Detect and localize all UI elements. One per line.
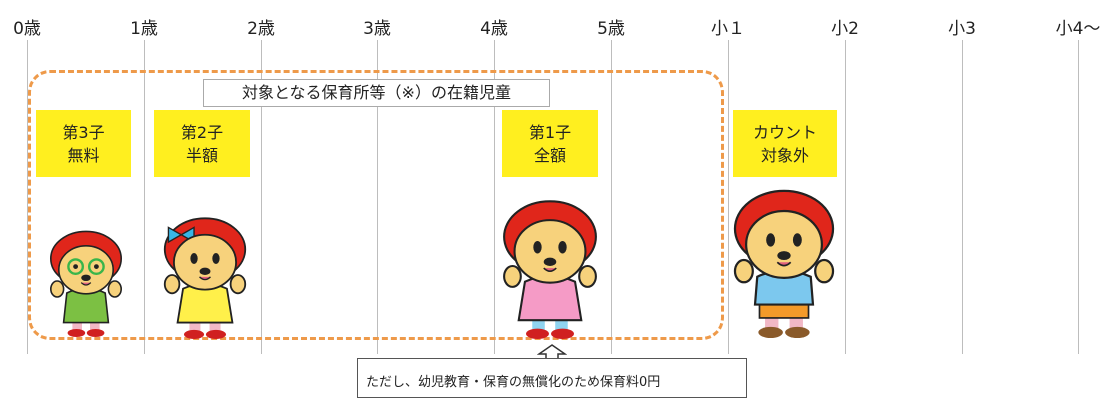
tag-not-counted-line1: カウント <box>752 122 817 142</box>
age-label-8: 小3 <box>948 19 976 39</box>
age-gridline-4 <box>494 40 495 354</box>
age-label-1: 1歳 <box>130 19 158 39</box>
age-label-3: 3歳 <box>363 19 391 39</box>
age-label-0: 0歳 <box>13 19 41 39</box>
age-label-2: 2歳 <box>247 19 275 39</box>
age-gridline-3 <box>377 40 378 354</box>
character-pink-icon <box>503 200 597 339</box>
tag-second-child-line2: 半額 <box>185 145 218 165</box>
age-label-7: 小2 <box>831 19 859 39</box>
tag-first-child-line2: 全額 <box>533 145 566 165</box>
character-yellow-ribbon-icon <box>163 217 247 339</box>
tag-third-child-line1: 第3子 <box>62 122 105 142</box>
enrolled-children-box <box>28 70 724 340</box>
age-gridline-7 <box>845 40 846 354</box>
age-label-9: 小4～ <box>1055 19 1101 39</box>
age-gridline-5 <box>611 40 612 354</box>
age-label-6: 小１ <box>711 19 745 39</box>
age-gridline-9 <box>1078 40 1079 354</box>
age-gridline-0 <box>27 40 28 354</box>
tag-first-child: 第1子 全額 <box>502 110 598 177</box>
age-gridline-2 <box>261 40 262 354</box>
tag-first-child-line1: 第1子 <box>528 122 572 142</box>
tag-second-child: 第2子 半額 <box>154 110 250 177</box>
note-box: ただし、幼児教育・保育の無償化のため保育料0円 <box>357 358 747 398</box>
tag-not-counted-line2: 対象外 <box>760 145 809 165</box>
enrolled-box-title: 対象となる保育所等（※）の在籍児童 <box>203 79 550 107</box>
age-gridline-1 <box>144 40 145 354</box>
character-blue-icon <box>733 189 835 338</box>
age-label-5: 5歳 <box>597 19 625 39</box>
tag-third-child: 第3子 無料 <box>36 110 131 177</box>
tag-third-child-line2: 無料 <box>67 145 100 165</box>
age-gridline-6 <box>728 40 729 354</box>
tag-not-counted: カウント 対象外 <box>733 110 837 177</box>
age-label-4: 4歳 <box>480 19 508 39</box>
age-gridline-8 <box>962 40 963 354</box>
tag-second-child-line1: 第2子 <box>180 122 224 142</box>
note-text: ただし、幼児教育・保育の無償化のため保育料0円 <box>366 375 661 390</box>
character-green-glasses-icon <box>50 230 122 337</box>
